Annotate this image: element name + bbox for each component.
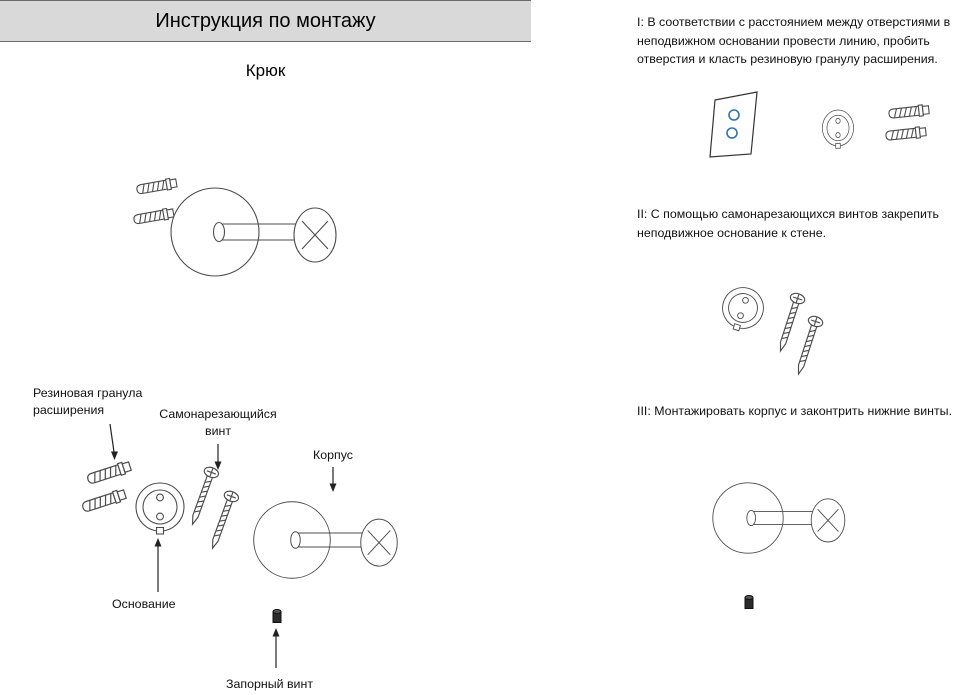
- exploded-view-illustration: [80, 423, 398, 668]
- step-1-text: I: В соответствии с расстоянием между от…: [637, 15, 951, 67]
- rubber-expansion-plug-drawing: [80, 487, 128, 515]
- label-base: Основание: [112, 597, 176, 611]
- step-2-text: II: С помощью самонарезающихся винтов за…: [637, 207, 940, 240]
- self-tapping-screw-drawing: [772, 291, 807, 354]
- step-3-illustration: [712, 482, 846, 609]
- label-locking-screw: Запорный винт: [226, 677, 314, 691]
- base-ring-drawing: [135, 482, 185, 535]
- hook-body-drawing: [712, 482, 846, 554]
- self-tapping-screw-drawing: [185, 464, 221, 528]
- rubber-expansion-plug-drawing: [135, 176, 178, 196]
- arrow-to-body: [329, 467, 337, 492]
- drill-hole-mark: [728, 109, 740, 121]
- arrow-to-locking-screw: [272, 628, 280, 668]
- page-title: Инструкция по монтажу: [155, 9, 376, 32]
- base-ring-drawing: [716, 281, 770, 337]
- arrow-to-screws: [214, 444, 222, 470]
- hook-body-drawing: [253, 501, 398, 579]
- header: Инструкция по монтажу: [0, 0, 531, 42]
- product-name: Крюк: [245, 61, 286, 80]
- step-3-text: III: Монтажировать корпус и законтрить н…: [637, 404, 953, 418]
- arrow-to-rubber-granule: [109, 423, 118, 460]
- marked-wall-plate-drawing: [709, 91, 758, 158]
- hook-body-drawing: [170, 187, 337, 277]
- self-tapping-screw-drawing: [790, 314, 825, 377]
- locking-set-screw-drawing: [744, 595, 754, 609]
- arrow-to-base: [154, 538, 162, 592]
- rubber-expansion-plug-drawing: [132, 206, 175, 226]
- label-rubber-granule: Резиновая гранула расширения: [33, 386, 143, 417]
- base-ring-drawing: [821, 109, 855, 149]
- assembled-hook-illustration: [132, 176, 337, 277]
- drill-hole-mark: [726, 127, 738, 139]
- step-2-illustration: [716, 281, 825, 377]
- rubber-expansion-plug-drawing: [887, 103, 930, 120]
- self-tapping-screw-drawing: [205, 488, 241, 552]
- rubber-expansion-plug-drawing: [884, 125, 927, 142]
- label-body: Корпус: [313, 448, 353, 462]
- label-self-tapping-screw: Самонарезающийся винт: [159, 407, 277, 438]
- step-1-illustration: [709, 91, 930, 158]
- locking-set-screw-drawing: [272, 609, 282, 623]
- rubber-expansion-plug-drawing: [85, 459, 133, 487]
